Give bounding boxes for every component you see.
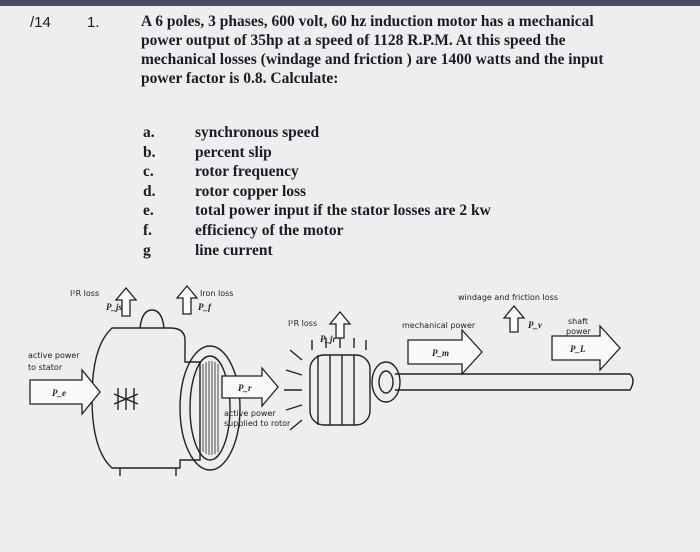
rotor-end-ring (371, 361, 401, 403)
mechanical-power-arrow (407, 328, 483, 376)
rotor-loss-symbol: P_jr (320, 334, 336, 344)
iron-loss-label: Iron loss (200, 289, 233, 298)
question-line: A 6 poles, 3 phases, 600 volt, 60 hz ind… (141, 13, 594, 30)
stator-loss-symbol: P_js (106, 302, 122, 312)
windage-loss-arrow (502, 304, 526, 333)
motor-feet (119, 468, 177, 476)
top-bar (0, 0, 700, 6)
shaft-power-label: power (566, 327, 591, 336)
task-text: efficiency of the motor (195, 221, 344, 239)
question-marks: /14 (30, 14, 51, 31)
terminal-box (139, 309, 165, 329)
mechanical-power-label: mechanical power (402, 321, 476, 330)
task-text: synchronous speed (195, 124, 320, 141)
task-letter: b. (143, 143, 156, 161)
question-text: A 6 poles, 3 phases, 600 volt, 60 hz ind… (141, 12, 661, 88)
rotor-loss-arrow (328, 310, 352, 339)
task-text: rotor copper loss (195, 182, 307, 200)
task-letter: f. (143, 221, 153, 239)
shaft-power-symbol: P_L (570, 344, 586, 354)
task-letter: e. (143, 202, 154, 220)
task-letter: g (143, 241, 151, 259)
stator-ring (179, 345, 241, 471)
shaft-power-arrow (551, 324, 621, 372)
rotor-input-label: supplied to rotor (224, 419, 291, 428)
task-text: rotor frequency (195, 163, 299, 181)
windage-loss-label: windage and friction loss (458, 293, 558, 302)
rotor-power-arrow (221, 366, 279, 408)
task-letter: a. (143, 124, 155, 141)
iron-loss-symbol: P_f (198, 302, 212, 312)
task-letter: d. (143, 182, 156, 200)
stator-input-label: to stator (28, 363, 63, 372)
rotor-loss-label: I²R loss (288, 319, 317, 328)
rotor-fan (284, 349, 303, 431)
stator-housing (91, 327, 201, 469)
stator-loss-label: I²R loss (70, 289, 99, 298)
task-text: line current (195, 241, 273, 259)
task-text: total power input if the stator losses a… (195, 202, 491, 220)
question-line: mechanical losses (windage and friction … (141, 51, 604, 68)
rotor-input-label: active power (224, 409, 276, 418)
power-flow-diagram: I²R loss P_js Iron loss P_f I²R loss P_j… (28, 284, 634, 476)
task-letter: c. (143, 163, 154, 181)
task-text: percent slip (195, 143, 272, 161)
rotor-body (309, 354, 371, 426)
stator-loss-arrow (114, 286, 138, 317)
windage-loss-symbol: P_v (528, 320, 543, 330)
winding-icon (113, 388, 139, 410)
stator-input-label: active power (28, 351, 80, 360)
question-line: power output of 35hp at a speed of 1128 … (141, 32, 566, 49)
shaft (395, 373, 634, 391)
iron-loss-arrow (175, 284, 199, 315)
stator-input-symbol: P_e (52, 388, 66, 398)
input-power-arrow (29, 368, 101, 416)
question-line: power factor is 0.8. Calculate: (141, 70, 339, 87)
rotor-input-symbol: P_r (238, 383, 252, 393)
shaft-power-label: shaft (568, 317, 588, 326)
mechanical-power-symbol: P_m (432, 348, 449, 358)
question-number: 1. (87, 14, 100, 31)
